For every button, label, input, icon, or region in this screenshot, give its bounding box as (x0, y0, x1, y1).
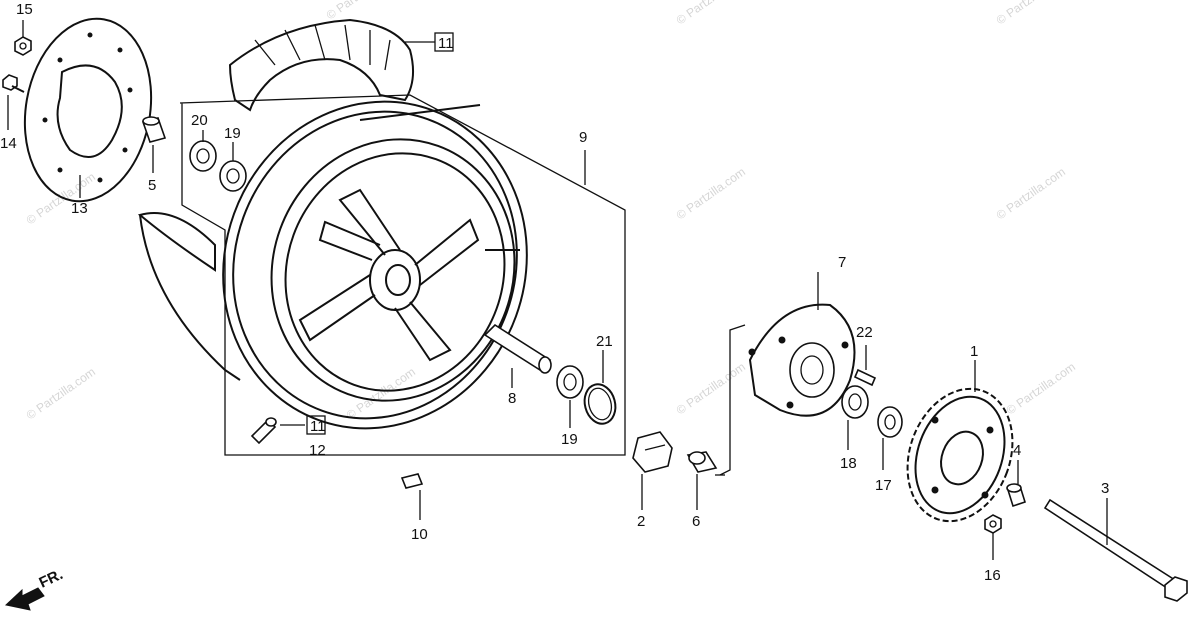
leader-lines (7, 20, 1108, 560)
watermark: © Partzilla.com (994, 165, 1068, 223)
callout-box-11 (434, 32, 454, 52)
callout-9: 9 (579, 129, 587, 146)
nut-15-part[interactable] (14, 36, 32, 56)
nut-16-part[interactable] (984, 514, 1002, 534)
callout-11-top: 11 (438, 35, 454, 52)
bearing-18-part[interactable] (841, 385, 869, 419)
watermark: © Partzilla.com (994, 0, 1068, 27)
front-arrow-icon (4, 587, 45, 611)
watermark: © Partzilla.com (674, 0, 748, 27)
callout-15: 15 (16, 1, 33, 18)
spacer-5-part[interactable] (141, 116, 167, 143)
collar-4-part[interactable] (1006, 483, 1026, 508)
wheel-rim-part[interactable] (178, 59, 573, 472)
callout-18: 18 (840, 455, 857, 472)
callouts: 15 14 13 5 20 19 11 9 21 8 19 11 12 10 2… (0, 1, 1109, 584)
callout-6: 6 (692, 513, 700, 530)
callout-5: 5 (148, 177, 156, 194)
callout-17: 17 (875, 477, 892, 494)
callout-14: 14 (0, 135, 17, 152)
watermark: © Partzilla.com (674, 165, 748, 223)
callout-box-11 (306, 415, 326, 435)
callout-8: 8 (508, 390, 516, 407)
tire-part[interactable] (137, 18, 415, 381)
bearing-20-part[interactable] (189, 140, 217, 172)
callout-16: 16 (984, 567, 1001, 584)
collar-6-part[interactable] (686, 451, 718, 473)
watermark: © Partzilla.com (344, 365, 418, 423)
callout-19-top: 19 (224, 125, 241, 142)
callout-10: 10 (411, 526, 428, 543)
callout-2: 2 (637, 513, 645, 530)
valve-12-part[interactable] (250, 417, 277, 445)
driven-sprocket-1-part[interactable] (890, 374, 1030, 536)
front-direction-marker: FR. (4, 566, 66, 611)
watermark: © Partzilla.com (324, 0, 398, 22)
balance-weight-10-part[interactable] (400, 473, 424, 489)
callout-20: 20 (191, 112, 208, 129)
callout-1: 1 (970, 343, 978, 360)
watermark: © Partzilla.com (1004, 360, 1078, 418)
callout-12: 12 (309, 442, 326, 459)
final-driven-flange-7-part[interactable] (748, 303, 856, 417)
callout-11-bottom: 11 (310, 418, 326, 435)
oil-seal-21-part[interactable] (580, 381, 619, 427)
callout-4: 4 (1013, 442, 1021, 459)
axle-3-part[interactable] (1043, 498, 1188, 602)
callout-21: 21 (596, 333, 613, 350)
stud-22-part[interactable] (853, 368, 877, 387)
callout-13: 13 (71, 200, 88, 217)
callout-19-bottom: 19 (561, 431, 578, 448)
callout-7: 7 (838, 254, 846, 271)
watermark: © Partzilla.com (24, 365, 98, 423)
callout-22: 22 (856, 324, 873, 341)
watermarks: © Partzilla.com © Partzilla.com © Partzi… (24, 0, 1078, 422)
bearing-19-top-part[interactable] (219, 160, 247, 192)
watermark: © Partzilla.com (24, 170, 98, 228)
watermark: © Partzilla.com (674, 360, 748, 418)
adjuster-2-part[interactable] (632, 431, 673, 473)
bolt-14-part[interactable] (2, 74, 25, 93)
front-label: FR. (37, 566, 66, 592)
distance-collar-8-part[interactable] (483, 323, 552, 374)
oil-seal-17-part[interactable] (877, 406, 903, 438)
callout-3: 3 (1101, 480, 1109, 497)
bearing-19-bottom-part[interactable] (556, 365, 584, 399)
